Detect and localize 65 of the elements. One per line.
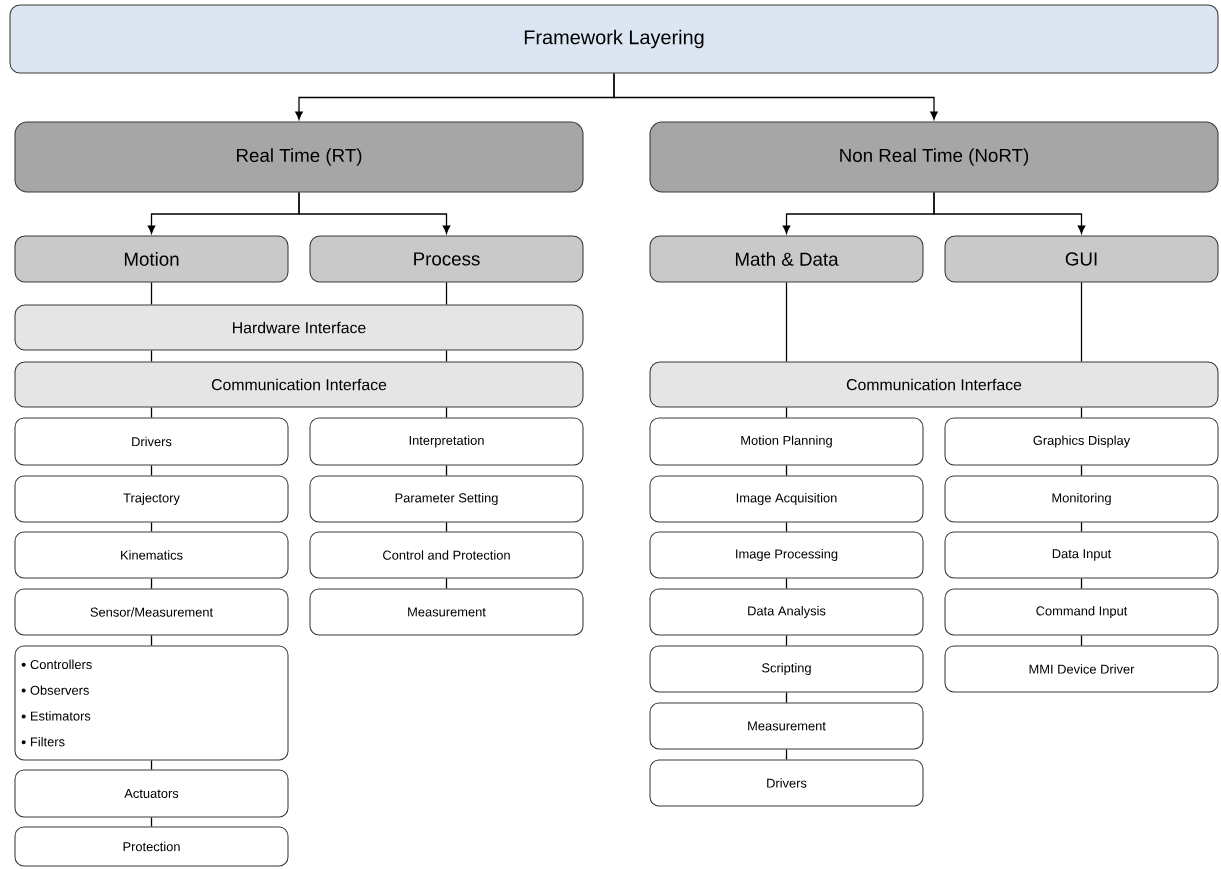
connector-line [150, 577, 153, 590]
function-box: Graphics Display [944, 417, 1219, 466]
interface-box: Communication Interface [649, 361, 1219, 408]
function-box: Protection [14, 826, 289, 867]
function-box: Drivers [649, 759, 924, 807]
function-box: Image Acquisition [649, 475, 924, 523]
function-box: Actuators [14, 769, 289, 818]
connector-line [150, 816, 153, 828]
connector-line [445, 464, 448, 477]
connector-line [1080, 634, 1083, 647]
connector-line [445, 349, 448, 363]
connector-line [785, 406, 788, 419]
connector-line [1080, 281, 1083, 363]
function-box: MMI Device Driver [944, 645, 1219, 693]
connector-line [445, 281, 448, 306]
connector-line [785, 521, 788, 533]
function-box: Interpretation [309, 417, 584, 466]
connector-line [445, 577, 448, 590]
title-box: Framework Layering [9, 4, 1219, 74]
connector-line [150, 349, 153, 363]
module-box: Process [309, 235, 584, 283]
function-box: Scripting [649, 645, 924, 693]
arrow [933, 191, 1086, 234]
connector-line [785, 748, 788, 761]
layer-box: Non Real Time (NoRT) [649, 121, 1219, 193]
connector-line [1080, 406, 1083, 419]
layer-box: Real Time (RT) [14, 121, 584, 193]
function-box: Data Input [944, 531, 1219, 579]
function-box: Command Input [944, 588, 1219, 636]
interface-box: Communication Interface [14, 361, 584, 408]
function-box: Kinematics [14, 531, 289, 579]
function-box: Sensor/Measurement [14, 588, 289, 636]
module-box: Motion [14, 235, 289, 283]
function-box: Trajectory [14, 475, 289, 523]
arrow [298, 191, 451, 234]
connector-line [445, 406, 448, 419]
connector-line [445, 521, 448, 533]
function-box: Parameter Setting [309, 475, 584, 523]
function-box: Control and Protection [309, 531, 584, 579]
connector-line [785, 577, 788, 590]
connector-line [150, 281, 153, 306]
function-box: Data Analysis [649, 588, 924, 636]
arrow [613, 72, 938, 120]
function-box: Measurement [309, 588, 584, 636]
connector-line [150, 759, 153, 771]
connector-line [785, 281, 788, 363]
connector-line [785, 464, 788, 477]
connector-line [1080, 464, 1083, 477]
connector-line [785, 634, 788, 647]
connector-line [1080, 577, 1083, 590]
connector-line [150, 634, 153, 647]
function-box: Motion Planning [649, 417, 924, 466]
function-box: Measurement [649, 702, 924, 750]
function-box: Drivers [14, 417, 289, 466]
connector-line [1080, 521, 1083, 533]
connector-line [150, 406, 153, 419]
connector-line [150, 521, 153, 533]
interface-box: Hardware Interface [14, 304, 584, 351]
module-box: GUI [944, 235, 1219, 283]
function-box: Monitoring [944, 475, 1219, 523]
function-list-box: Controllers Observers Estimators Filters [14, 645, 289, 761]
function-box: Image Processing [649, 531, 924, 579]
module-box: Math & Data [649, 235, 924, 283]
connector-line [785, 691, 788, 704]
connector-line [150, 464, 153, 477]
